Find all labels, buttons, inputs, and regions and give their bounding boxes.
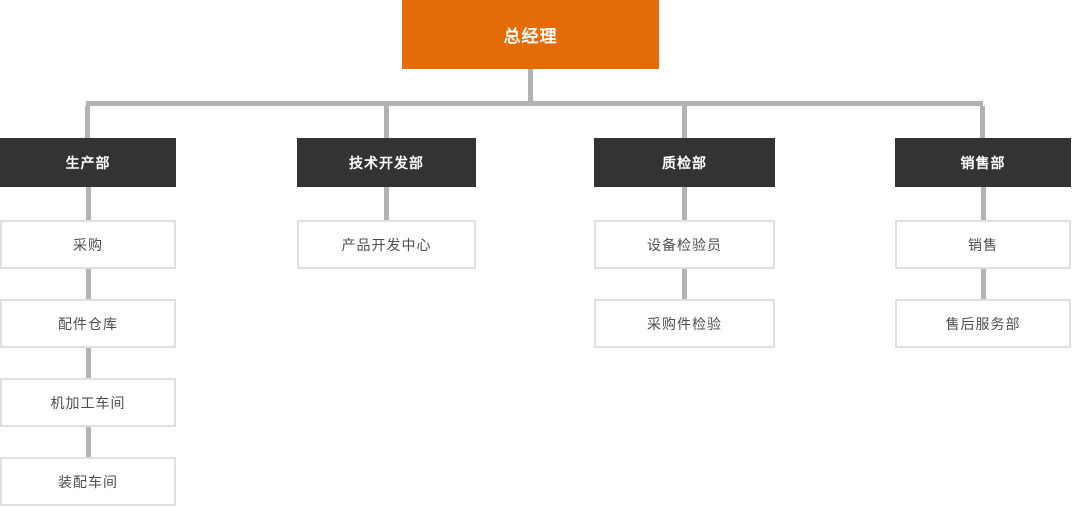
- connector-drop-tech: [384, 106, 389, 138]
- org-branch-qa: 质检部 设备检验员 采购件检验: [594, 138, 775, 348]
- org-node-dept: 销售部: [895, 138, 1071, 187]
- connector-drop-qa: [682, 106, 687, 138]
- org-node-child: 设备检验员: [594, 220, 775, 269]
- connector-drop-production: [85, 106, 90, 138]
- org-branch-sales: 销售部 销售 售后服务部: [895, 138, 1071, 348]
- org-node-child: 采购: [0, 220, 176, 269]
- org-branch-tech: 技术开发部 产品开发中心: [297, 138, 476, 269]
- org-node-child: 产品开发中心: [297, 220, 476, 269]
- org-node-dept: 生产部: [0, 138, 176, 187]
- connector-horizontal-rail: [86, 101, 983, 106]
- org-node-child: 装配车间: [0, 457, 176, 506]
- org-node-child: 机加工车间: [0, 378, 176, 427]
- connector-stub: [85, 427, 91, 457]
- connector-root-vertical: [528, 69, 533, 101]
- connector-stub: [682, 269, 687, 299]
- connector-stub: [980, 269, 986, 299]
- org-node-child: 销售: [895, 220, 1071, 269]
- org-node-child: 售后服务部: [895, 299, 1071, 348]
- org-node-child: 采购件检验: [594, 299, 775, 348]
- org-node-dept: 技术开发部: [297, 138, 476, 187]
- org-node-dept: 质检部: [594, 138, 775, 187]
- org-branch-production: 生产部 采购 配件仓库 机加工车间 装配车间: [0, 138, 176, 506]
- connector-stub: [85, 269, 91, 299]
- connector-drop-sales: [980, 106, 985, 138]
- connector-stub: [85, 348, 91, 378]
- connector-stub: [682, 187, 687, 220]
- connector-stub: [85, 187, 91, 220]
- org-node-root: 总经理: [402, 0, 659, 69]
- org-node-child: 配件仓库: [0, 299, 176, 348]
- connector-stub: [384, 187, 389, 220]
- connector-stub: [980, 187, 986, 220]
